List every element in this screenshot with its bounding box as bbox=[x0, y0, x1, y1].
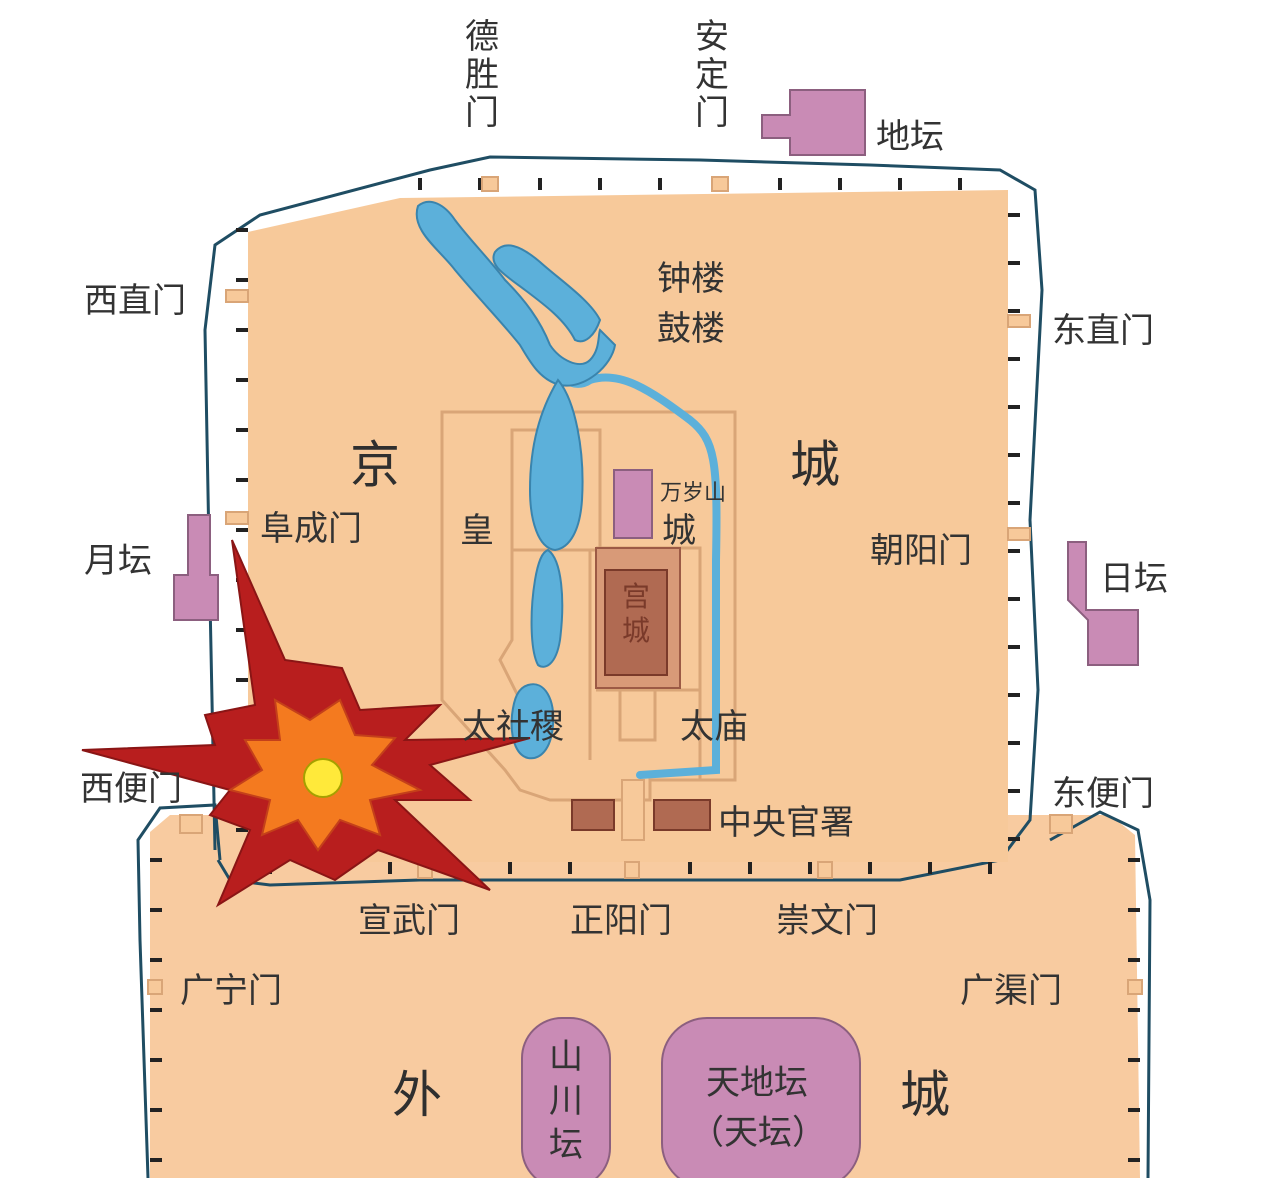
taimiao-label: 太庙 bbox=[680, 707, 748, 747]
imperial-city-char-1: 皇 bbox=[460, 511, 494, 551]
government-block-east bbox=[653, 799, 711, 831]
altar-tiandi bbox=[661, 1017, 861, 1178]
imperial-city-char-2: 城 bbox=[662, 511, 696, 551]
gate-anding-label: 安定门 bbox=[695, 17, 729, 133]
altar-shanchuan bbox=[521, 1017, 611, 1178]
altar-sun-label: 日坛 bbox=[1100, 559, 1168, 599]
sheji-label: 太社稷 bbox=[462, 707, 564, 747]
zhonghai-lake bbox=[530, 548, 564, 668]
altar-sun bbox=[1067, 541, 1139, 666]
gate-fucheng-label: 阜成门 bbox=[260, 509, 362, 549]
inner-city-char-2: 城 bbox=[790, 436, 840, 494]
explosion-marker bbox=[81, 539, 531, 908]
palace-inner bbox=[604, 569, 668, 676]
tiandi-label: 天地坛 bbox=[706, 1063, 808, 1103]
altar-moon bbox=[173, 514, 219, 621]
gate-xuanwu-label: 宣武门 bbox=[358, 901, 460, 941]
bell-tower-label: 钟楼 bbox=[657, 259, 725, 299]
gate-chongwen-label: 崇文门 bbox=[776, 901, 878, 941]
wanshoushan-block bbox=[613, 469, 653, 539]
beihai-lake bbox=[528, 378, 584, 552]
outer-city-char-2: 城 bbox=[900, 1066, 950, 1124]
palace-label: 宫城 bbox=[622, 580, 650, 647]
gate-xibian-label: 西便门 bbox=[80, 769, 182, 809]
explosion-center bbox=[303, 758, 343, 798]
gate-dongzhi-label: 东直门 bbox=[1052, 311, 1154, 351]
shichahai-lake bbox=[492, 244, 602, 343]
altar-earth bbox=[761, 89, 866, 156]
gate-dongbian-label: 东便门 bbox=[1052, 774, 1154, 814]
outer-city-area bbox=[150, 815, 1140, 1178]
wanshoushan-label: 万岁山 bbox=[660, 481, 726, 506]
outer-city-char-1: 外 bbox=[392, 1066, 442, 1124]
altar-moon-label: 月坛 bbox=[84, 541, 152, 581]
shanchuan-label: 山川坛 bbox=[549, 1037, 583, 1165]
north-lake bbox=[415, 200, 617, 387]
tiantan-label: （天坛） bbox=[690, 1113, 826, 1153]
zhengyang-axis bbox=[621, 779, 645, 841]
gate-guangning-label: 广宁门 bbox=[180, 971, 282, 1011]
gate-zhengyang-label: 正阳门 bbox=[570, 901, 672, 941]
gate-xizhi-label: 西直门 bbox=[84, 281, 186, 321]
gate-guangqu-label: 广渠门 bbox=[960, 971, 1062, 1011]
altar-earth-label: 地坛 bbox=[876, 117, 944, 157]
gate-chaoyang-label: 朝阳门 bbox=[870, 531, 972, 571]
government-label: 中央官署 bbox=[718, 803, 854, 843]
inner-city-char-1: 京 bbox=[350, 436, 400, 494]
drum-tower-label: 鼓楼 bbox=[657, 309, 725, 349]
gate-desheng-label: 德胜门 bbox=[465, 17, 499, 133]
government-block-west bbox=[571, 799, 615, 831]
